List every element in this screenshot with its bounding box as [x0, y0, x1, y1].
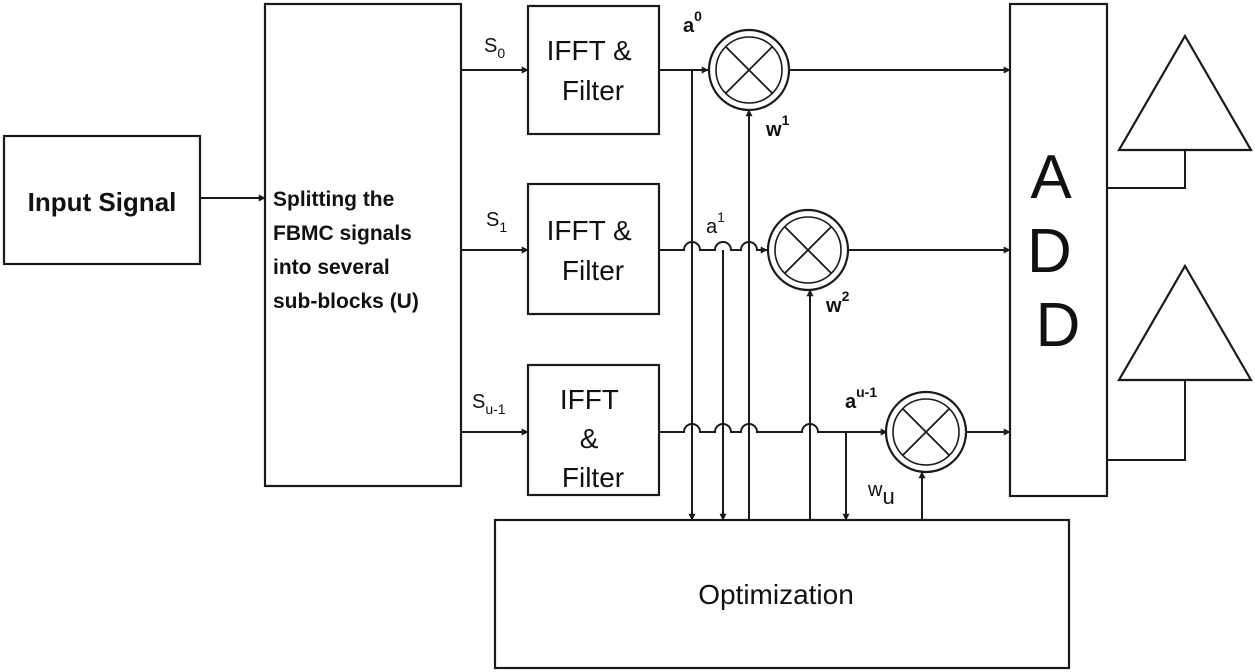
phase-au1-label: au-1: [845, 384, 877, 413]
ifft-filter-1-line-2: Filter: [562, 75, 624, 106]
ifft-filter-2-line-2: Filter: [562, 255, 624, 286]
splitter-label-line-4: sub-blocks (U): [273, 290, 419, 313]
multiplier-circle-icon: [884, 390, 968, 474]
input-signal-label: Input Signal: [28, 187, 177, 217]
add-block: [1008, 2, 1109, 498]
ifft-filter-3-line-3: Filter: [562, 462, 624, 493]
antenna-feed-2: [1107, 380, 1186, 461]
ifft-filter-label-2: IFFT & Filter: [547, 215, 640, 286]
splitter-label-line-2: FBMC signals: [273, 222, 412, 245]
signal-s1-label: S1: [486, 209, 507, 235]
ifft-filter-block-1: [526, 4, 661, 136]
ifft-filter-block-2: [526, 182, 661, 316]
add-label: A D D: [1027, 143, 1089, 360]
splitter-label-line-1: Splitting the: [273, 188, 394, 211]
signal-s0-label: S0: [484, 35, 505, 61]
antenna-triangle-icon: [1117, 33, 1253, 152]
ifft-filter-label-1: IFFT & Filter: [547, 35, 640, 106]
phase-a1-label: a1: [706, 209, 725, 238]
antenna-triangle-icon: [1117, 263, 1253, 382]
multiplier-circle-icon: [766, 208, 850, 292]
ifft-filter-2-line-1: IFFT &: [547, 215, 632, 246]
phase-a0-label: a0: [683, 8, 702, 37]
optimization-label: Optimization: [698, 579, 854, 610]
add-label-a: A: [1030, 143, 1072, 212]
ifft-filter-1-line-1: IFFT &: [547, 35, 632, 66]
antenna-feed-1: [1107, 150, 1186, 189]
weight-w1-label: w1: [765, 112, 790, 141]
multiplier-circle-icon: [707, 28, 791, 112]
add-label-d1: D: [1027, 217, 1072, 286]
splitter-label: Splitting the FBMC signals into several …: [273, 188, 419, 313]
ifft-filter-3-line-1: IFFT: [560, 384, 619, 415]
wire-ifft3-to-mixer3: [659, 423, 888, 436]
weight-w2-label: w2: [825, 288, 850, 317]
ifft-filter-label-3: IFFT & Filter: [560, 384, 626, 493]
optimization-block: [493, 518, 1071, 670]
weight-wu-label: wu: [867, 479, 895, 509]
splitter-block: [263, 2, 463, 488]
input-signal-block: [2, 134, 202, 266]
wire-ifft2-to-mixer2: [659, 241, 768, 254]
signal-su1-label: Su-1: [472, 391, 506, 417]
ifft-filter-3-line-2: &: [580, 423, 599, 454]
add-label-d2: D: [1036, 291, 1081, 360]
splitter-label-line-3: into several: [273, 256, 390, 279]
